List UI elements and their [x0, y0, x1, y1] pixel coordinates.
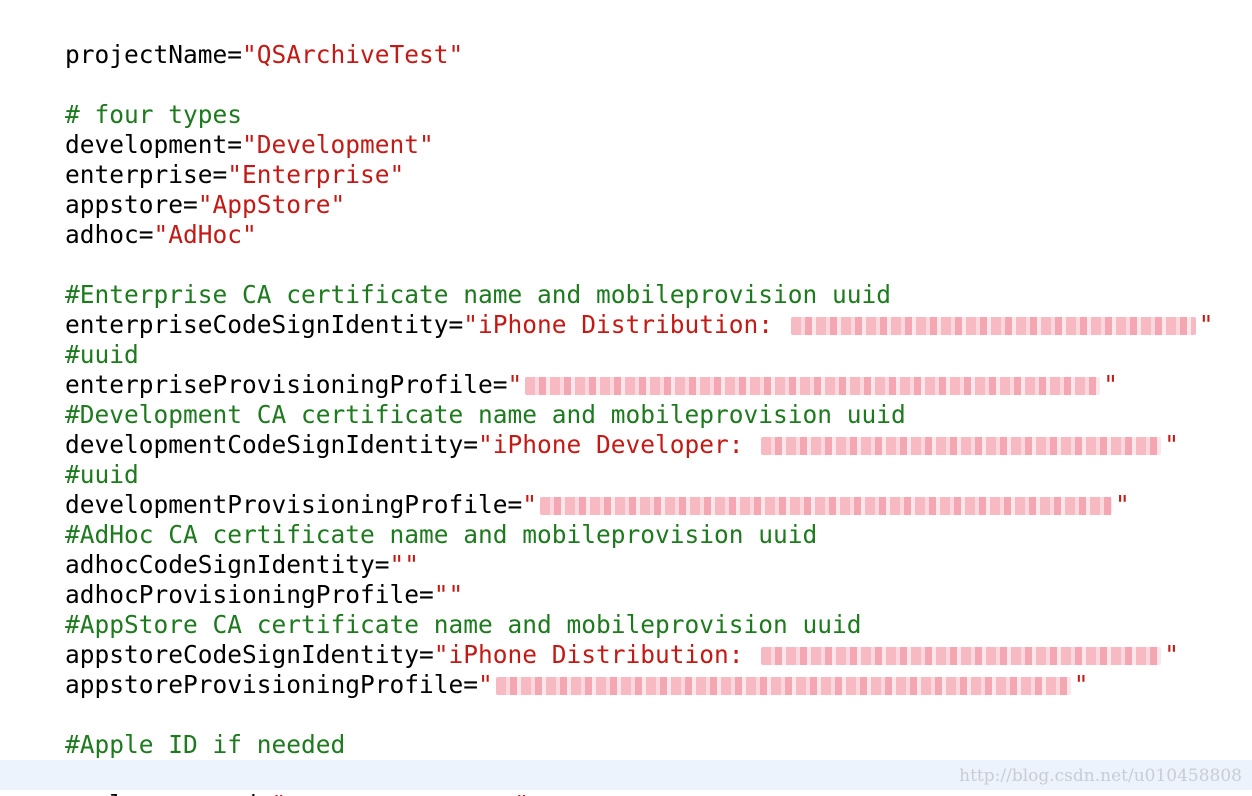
- code-comment-line[interactable]: #Enterprise CA certificate name and mobi…: [6, 250, 891, 309]
- variable-name: appstoreCodeSignIdentity=: [65, 640, 434, 669]
- comment-text: #Development CA certificate name and mob…: [65, 400, 906, 429]
- string-value: "QSArchiveTest": [242, 40, 464, 69]
- redacted-value: [495, 677, 1071, 695]
- string-value: "": [389, 550, 420, 579]
- code-line-development-code-sign-identity[interactable]: developmentCodeSignIdentity="iPhone Deve…: [6, 400, 1179, 459]
- comment-text: # four types: [65, 100, 243, 129]
- string-value-close: ": [1115, 490, 1130, 519]
- string-value: "Development": [242, 130, 434, 159]
- string-value-open: ": [522, 490, 538, 519]
- variable-name: appstore=: [65, 190, 198, 219]
- code-line-apple-password[interactable]: applepassword="": [0, 760, 1252, 796]
- string-value: "": [433, 580, 464, 609]
- variable-name: adhoc=: [65, 220, 154, 249]
- code-comment-line[interactable]: #Development CA certificate name and mob…: [6, 370, 906, 429]
- redacted-value: [790, 317, 1196, 335]
- variable-name: applepassword=: [65, 790, 272, 796]
- variable-name: developmentProvisioningProfile=: [65, 490, 523, 519]
- string-value-open: ": [478, 670, 493, 699]
- redacted-value: [761, 647, 1162, 665]
- code-line-appstore-code-sign-identity[interactable]: appstoreCodeSignIdentity="iPhone Distrib…: [6, 610, 1179, 669]
- comment-text: #AdHoc CA certificate name and mobilepro…: [65, 520, 818, 549]
- code-line-adhoc-code-sign-identity[interactable]: adhocCodeSignIdentity="": [6, 520, 419, 579]
- string-value: "AdHoc": [153, 220, 257, 249]
- code-line-adhoc[interactable]: adhoc="AdHoc": [6, 190, 257, 249]
- comment-text: #uuid: [65, 460, 139, 489]
- code-line-apple-id[interactable]: appleid="": [6, 730, 489, 789]
- comment-text: #AppStore CA certificate name and mobile…: [65, 610, 862, 639]
- variable-name: enterpriseCodeSignIdentity=: [65, 310, 464, 339]
- code-line-appstore-provisioning-profile[interactable]: appstoreProvisioningProfile="": [6, 640, 1089, 699]
- code-line-enterprise-provisioning-profile[interactable]: enterpriseProvisioningProfile="": [6, 340, 1118, 399]
- variable-name: adhocCodeSignIdentity=: [65, 550, 390, 579]
- code-line-enterprise-code-sign-identity[interactable]: enterpriseCodeSignIdentity="iPhone Distr…: [6, 280, 1214, 339]
- variable-name: enterprise=: [65, 160, 228, 189]
- string-value: "Enterprise": [227, 160, 405, 189]
- code-comment-line[interactable]: #AppStore CA certificate name and mobile…: [6, 580, 862, 639]
- code-line-project-name[interactable]: projectName="QSArchiveTest": [6, 10, 463, 69]
- code-line-adhoc-provisioning-profile[interactable]: adhocProvisioningProfile="": [6, 550, 463, 609]
- string-value-open: ": [272, 790, 287, 796]
- variable-name: developmentCodeSignIdentity=: [65, 430, 479, 459]
- string-value: "AppStore": [197, 190, 346, 219]
- code-comment-line[interactable]: #uuid: [6, 430, 139, 489]
- code-line-appstore[interactable]: appstore="AppStore": [6, 160, 345, 219]
- comment-text: #Apple ID if needed: [65, 730, 346, 759]
- code-line-development[interactable]: development="Development": [6, 100, 434, 159]
- code-line-enterprise[interactable]: enterprise="Enterprise": [6, 130, 404, 189]
- string-value-close: ": [1103, 370, 1119, 399]
- code-comment-line[interactable]: #Apple ID if needed: [6, 700, 345, 759]
- watermark-text: http://blog.csdn.net/u010458808: [959, 766, 1242, 786]
- string-value-open: "iPhone Distribution:: [463, 310, 788, 339]
- variable-name: development=: [65, 130, 243, 159]
- variable-name: projectName=: [65, 40, 243, 69]
- string-value-close: ": [514, 790, 529, 796]
- string-value-close: ": [1198, 310, 1214, 339]
- variable-name: enterpriseProvisioningProfile=: [65, 370, 508, 399]
- string-value-open: "iPhone Distribution:: [433, 640, 759, 669]
- redacted-value: [525, 377, 1101, 395]
- string-value-open: ": [507, 370, 523, 399]
- redacted-value: [761, 437, 1162, 455]
- code-comment-line[interactable]: #uuid: [6, 310, 139, 369]
- string-value-open: "iPhone Developer:: [478, 430, 759, 459]
- string-value-close: ": [1164, 430, 1180, 459]
- code-line-development-provisioning-profile[interactable]: developmentProvisioningProfile="": [6, 460, 1130, 519]
- comment-text: #Enterprise CA certificate name and mobi…: [65, 280, 892, 309]
- string-value-close: ": [1073, 670, 1089, 699]
- variable-name: appstoreProvisioningProfile=: [65, 670, 479, 699]
- variable-name: adhocProvisioningProfile=: [65, 580, 434, 609]
- comment-text: #uuid: [65, 340, 139, 369]
- string-value-close: ": [1164, 640, 1180, 669]
- code-comment-line[interactable]: #AdHoc CA certificate name and mobilepro…: [6, 490, 817, 549]
- redacted-value: [540, 497, 1113, 515]
- code-comment-line[interactable]: # four types: [6, 70, 242, 129]
